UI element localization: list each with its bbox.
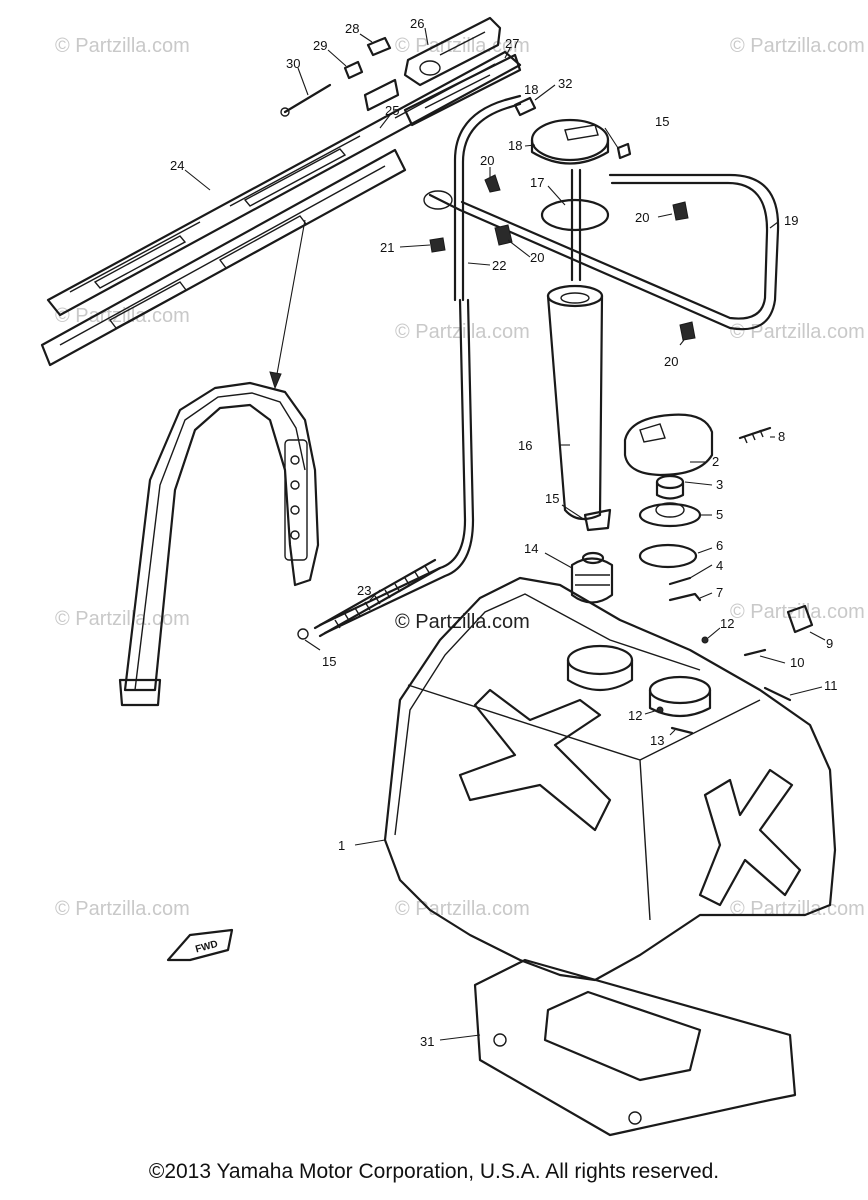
callout-15: 15 [545,491,559,506]
rail-cover [363,78,400,112]
filler-cap [513,96,610,165]
watermark: © Partzilla.com [730,321,865,343]
clip [672,201,689,221]
fuel-filter [570,551,614,604]
o-ring [540,198,610,232]
clip [484,174,501,193]
spacer [343,60,364,80]
callout-20: 20 [480,153,494,168]
callout-29: 29 [313,38,327,53]
watermark: © Partzilla.com [395,321,530,343]
pin [668,576,692,586]
copyright-notice: ©2013 Yamaha Motor Corporation, U.S.A. A… [148,1160,720,1183]
callout-22: 22 [492,258,506,273]
callout-18-small: 18 [524,82,538,97]
watermark: © Partzilla.com [730,35,865,57]
callout-32: 32 [558,76,572,91]
clip-small [429,237,446,253]
callout-19: 19 [784,213,798,228]
callout-23: 23 [357,583,371,598]
callout-21: 21 [380,240,394,255]
filler-tube [546,284,604,521]
hose-nipple [670,726,694,735]
watermark: © Partzilla.com [730,898,865,920]
vent-tube [318,94,522,635]
fwd-arrow-icon: FWD [166,928,234,962]
gauge-housing [623,413,772,477]
spring-hose [297,558,442,640]
callout-20: 20 [664,354,678,369]
callout-12: 12 [628,708,642,723]
callout-1: 1 [338,838,345,853]
callout-15: 15 [655,114,669,129]
clamp [583,508,612,532]
watermark: © Partzilla.com [55,898,190,920]
callout-28: 28 [345,21,359,36]
callout-17: 17 [530,175,544,190]
fitting [743,648,767,657]
watermark: © Partzilla.com [395,898,530,920]
callout-18: 18 [508,138,522,153]
clip [494,224,513,246]
callout-10: 10 [790,655,804,670]
assembly-arrow [269,219,306,390]
leader-lines [184,27,826,1041]
tank-base-plate [473,958,797,1137]
fuel-tank [383,576,837,982]
callout-20: 20 [635,210,649,225]
filler-neck [570,168,582,282]
seat-rail-front [403,53,522,127]
cap-small [786,604,814,634]
gasket [638,543,698,569]
callout-24: 24 [170,158,184,173]
callout-2: 2 [712,454,719,469]
bolt-short [763,686,792,702]
watermark: © Partzilla.com [395,35,530,57]
grommet [701,636,709,644]
callout-12: 12 [720,616,734,631]
gauge-nut [655,474,685,500]
callout-15: 15 [322,654,336,669]
seat-rail-upper [46,50,522,317]
callout-14: 14 [524,541,538,556]
seat-bracket [403,16,502,87]
gauge-plate [638,502,702,528]
center-watermark: © Partzilla.com [395,611,530,633]
callout-26: 26 [410,16,424,31]
callout-27: 27 [505,36,519,51]
callout-25: 25 [385,103,399,118]
watermark: © Partzilla.com [55,305,190,327]
seat-rail-lower [40,148,407,367]
callout-4: 4 [716,558,723,573]
return-tube [423,173,780,331]
callout-16: 16 [518,438,532,453]
watermark: © Partzilla.com [55,35,190,57]
watermark: © Partzilla.com [730,601,865,623]
callout-30: 30 [286,56,300,71]
callout-13: 13 [650,733,664,748]
clip [679,321,696,341]
tank-strap [118,381,320,707]
callout-3: 3 [716,477,723,492]
callout-7: 7 [716,585,723,600]
callout-5: 5 [716,507,723,522]
clamp [616,142,632,160]
callout-31: 31 [420,1034,434,1049]
callout-8: 8 [778,429,785,444]
callout-11: 11 [824,678,838,693]
callout-6: 6 [716,538,723,553]
bolt [280,83,332,117]
wire [668,592,702,602]
bushing [366,36,392,57]
watermark: © Partzilla.com [55,608,190,630]
callouts: 1 2 3 4 5 6 7 8 9 10 11 12 12 13 14 15 1… [170,16,838,1049]
callout-9: 9 [826,636,833,651]
callout-20: 20 [530,250,544,265]
